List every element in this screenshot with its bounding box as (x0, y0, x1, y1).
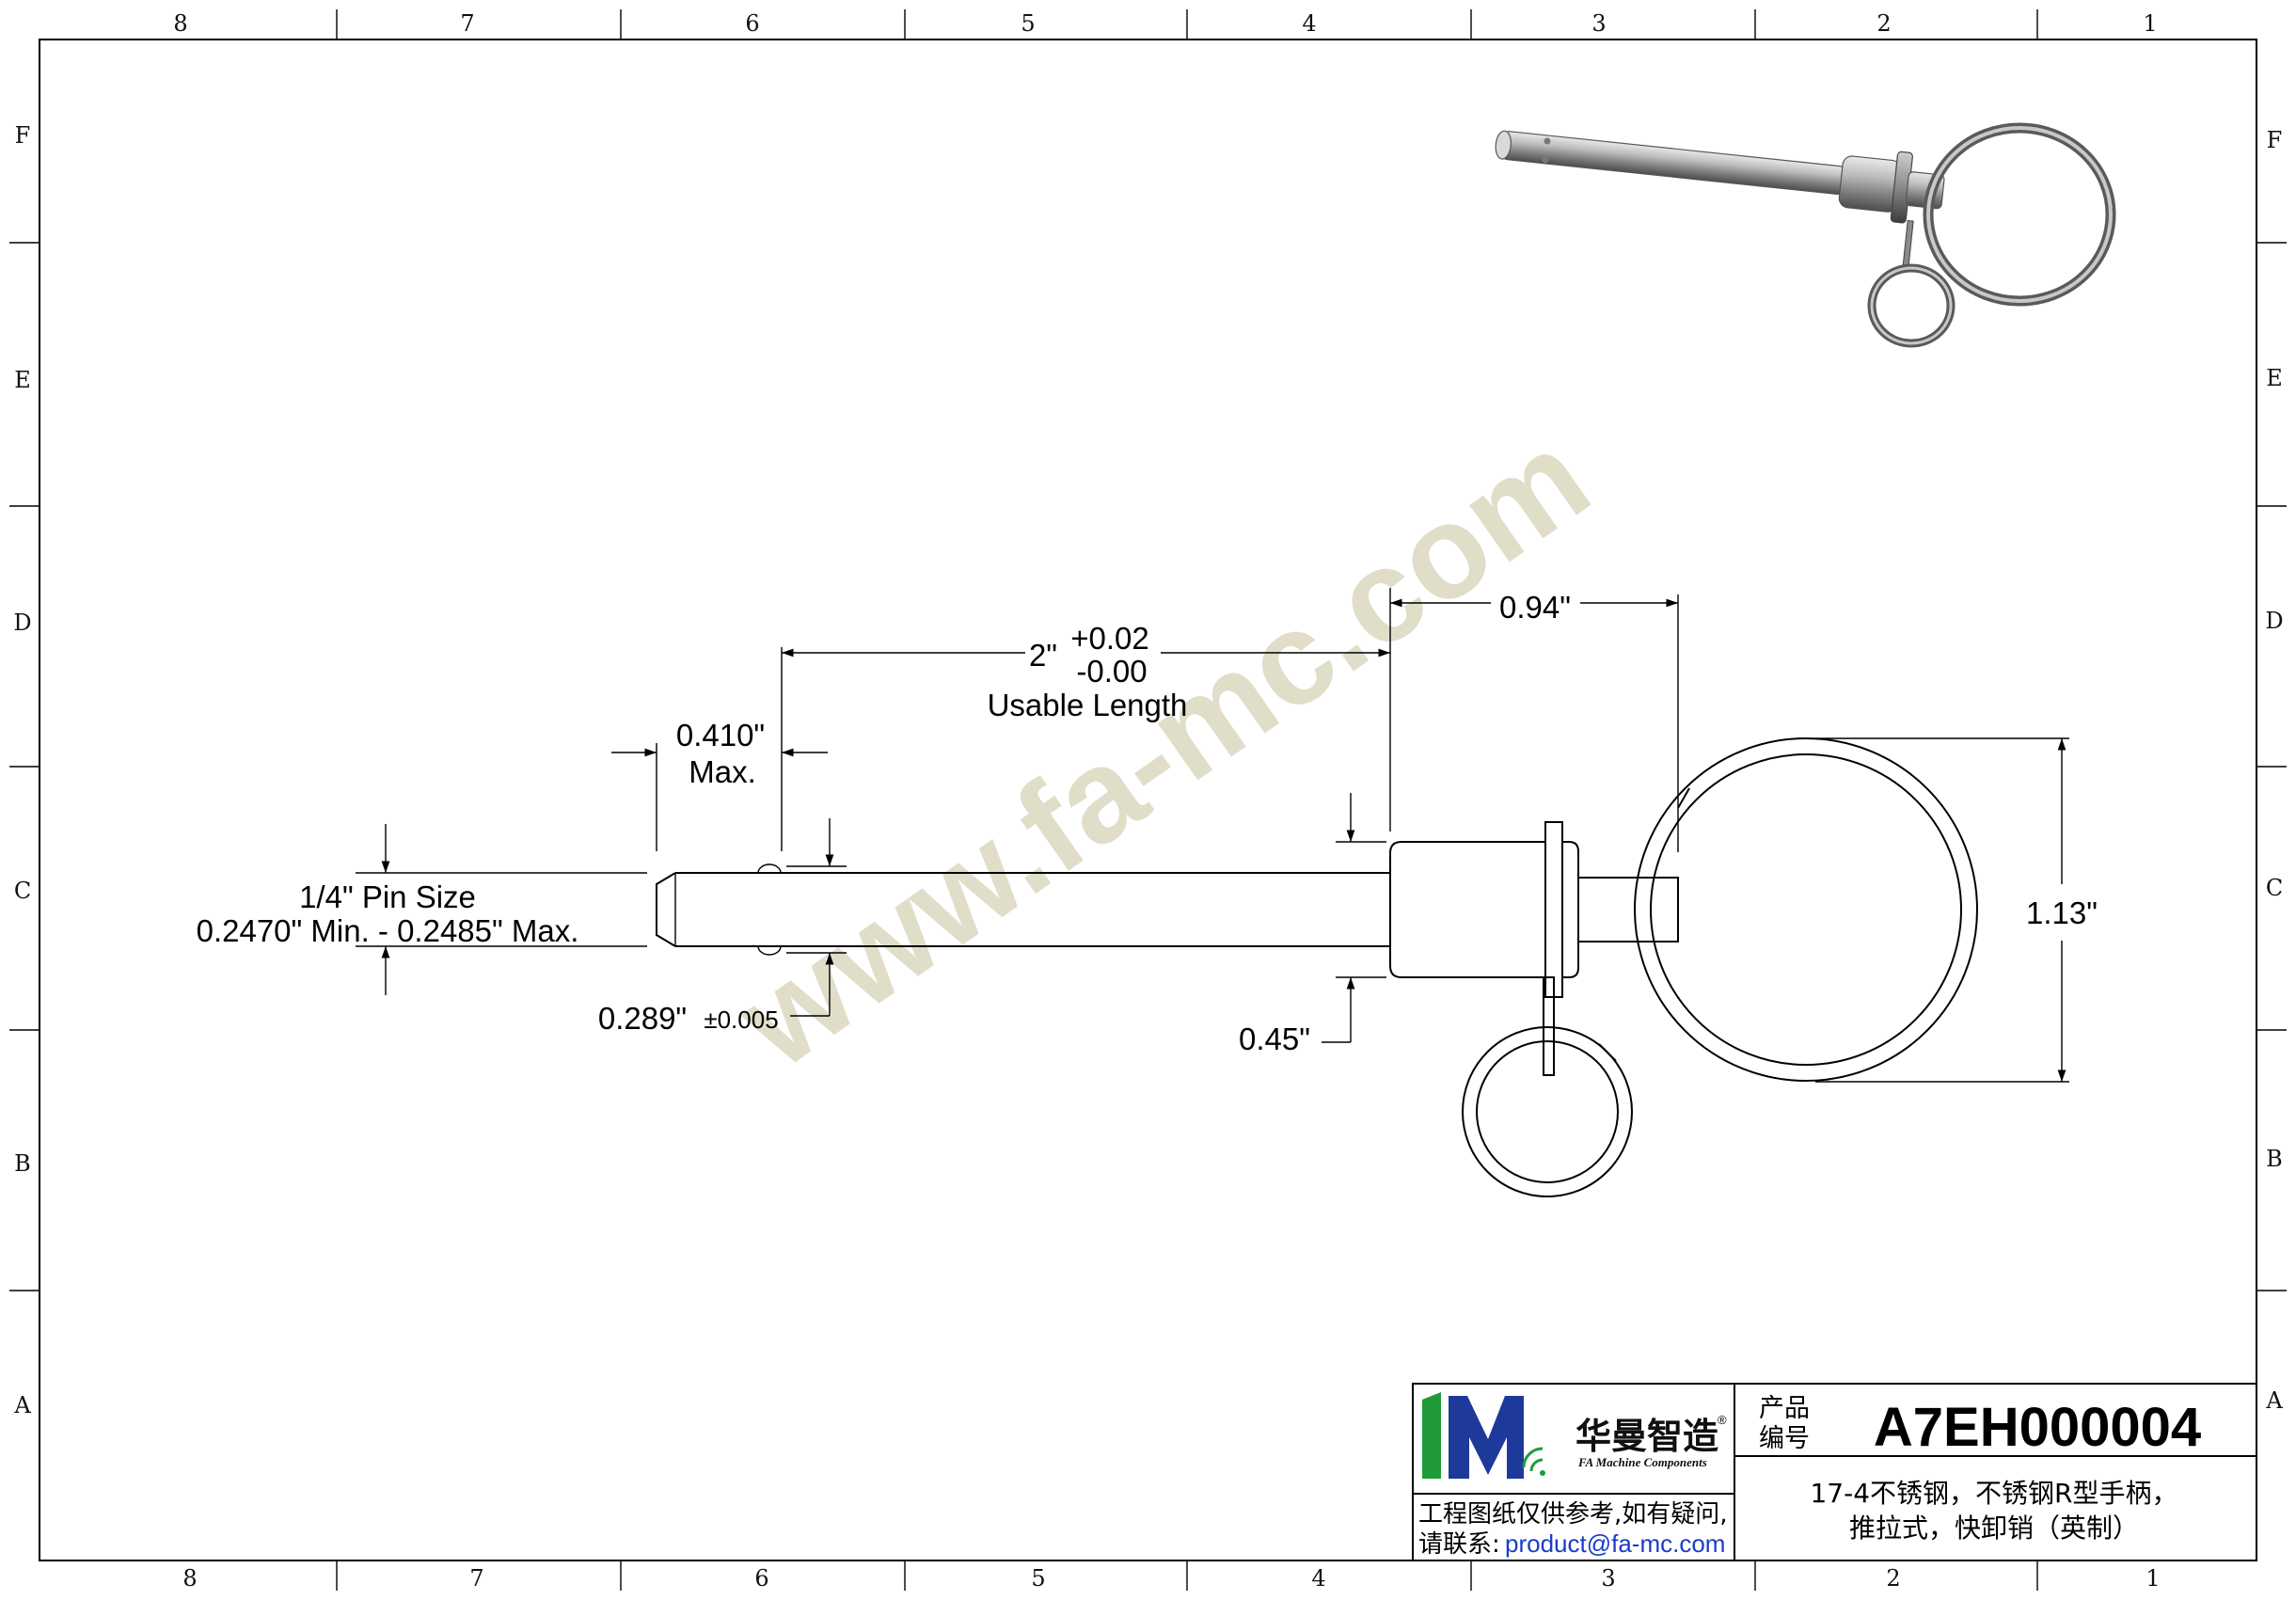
zone-col-label: 8 (173, 10, 187, 37)
zone-row-label: B (14, 1150, 31, 1177)
zone-col-label: 7 (469, 1565, 483, 1592)
zone-col-label: 2 (1886, 1565, 1900, 1592)
zone-row-label: E (14, 367, 31, 393)
zone-col-label: 8 (182, 1565, 197, 1592)
zone-row-label: C (14, 878, 31, 904)
zone-row-label: C (2266, 875, 2283, 901)
usable-length-tol-minus: -0.00 (1076, 654, 1147, 689)
zone-row-label: B (2266, 1146, 2283, 1172)
pin-size-tolerance: 0.2470" Min. - 0.2485" Max. (197, 913, 579, 948)
zone-row-label: D (2265, 608, 2283, 634)
ball-diameter-tolerance: ±0.005 (704, 1006, 778, 1034)
zone-col-label: 1 (2143, 10, 2157, 37)
usable-length-label: Usable Length (988, 688, 1188, 722)
zone-col-label: 5 (1031, 1565, 1045, 1592)
product-label-line1: 产品 (1759, 1394, 1810, 1423)
zone-col-label: 4 (1311, 1565, 1325, 1592)
contact-email-link[interactable]: product@fa-mc.com (1505, 1529, 1725, 1558)
contact-prefix: 请联系: (1418, 1530, 1500, 1559)
product-description-line2: 推拉式，快卸销（英制） (1849, 1513, 2139, 1544)
zone-col-label: 7 (460, 10, 474, 37)
zone-col-label: 6 (745, 10, 759, 37)
registered-mark: ® (1718, 1413, 1727, 1427)
company-logo (1422, 1392, 1545, 1479)
zone-col-label: 5 (1021, 10, 1035, 37)
zone-col-label: 6 (754, 1565, 768, 1592)
pin-size-label: 1/4" Pin Size (299, 879, 476, 914)
zone-col-label: 4 (1302, 10, 1316, 37)
product-label-line2: 编号 (1759, 1424, 1810, 1453)
zone-col-label: 3 (1591, 10, 1606, 37)
product-code: A7EH000004 (1874, 1397, 2201, 1458)
usable-length-nominal: 2" (1029, 638, 1057, 673)
zone-col-label: 2 (1876, 10, 1891, 37)
zone-col-label: 1 (2146, 1565, 2160, 1592)
zone-col-label: 3 (1601, 1565, 1615, 1592)
zone-row-label: A (13, 1392, 31, 1418)
dimension-labels: 1/4" Pin Size 0.2470" Min. - 0.2485" Max… (197, 590, 2098, 1056)
collar-offset-label: 0.45" (1239, 1022, 1310, 1056)
ring-diameter-label: 1.13" (2026, 895, 2098, 930)
zone-columns-bottom: 8 7 6 5 4 3 2 1 (182, 1565, 2160, 1592)
tip-length-max: Max. (689, 754, 756, 789)
zone-row-label: A (2265, 1387, 2283, 1414)
zone-rows-right: F E D C B A (2265, 127, 2283, 1414)
company-name-en: FA Machine Components (1577, 1455, 1707, 1469)
tip-length-value: 0.410" (676, 718, 765, 752)
disclaimer-note: 工程图纸仅供参考,如有疑问, (1418, 1500, 1728, 1529)
company-name-cn: 华曼智造 (1576, 1416, 1718, 1457)
zone-row-label: E (2266, 365, 2283, 391)
sheet-border (9, 9, 2287, 1591)
zone-rows-left: F E D C B A (13, 122, 31, 1418)
pin-2d-view (656, 737, 1978, 1197)
zone-row-label: F (2267, 127, 2283, 153)
grip-length-label: 0.94" (1499, 590, 1571, 625)
watermark: www.fa-mc.com (711, 403, 1614, 1097)
ball-diameter-label: 0.289" (598, 1001, 687, 1036)
dimension-lines (356, 588, 2069, 1083)
zone-row-label: F (15, 122, 31, 149)
usable-length-tol-plus: +0.02 (1070, 621, 1149, 656)
product-description-line1: 17-4不锈钢，不锈钢R型手柄， (1810, 1478, 2177, 1509)
zone-row-label: D (13, 610, 31, 636)
title-block: 华曼智造 ® FA Machine Components 工程图纸仅供参考,如有… (1412, 1383, 2257, 1561)
pin-3d-render (1495, 122, 2116, 348)
zone-columns-top: 8 7 6 5 4 3 2 1 (173, 10, 2157, 37)
